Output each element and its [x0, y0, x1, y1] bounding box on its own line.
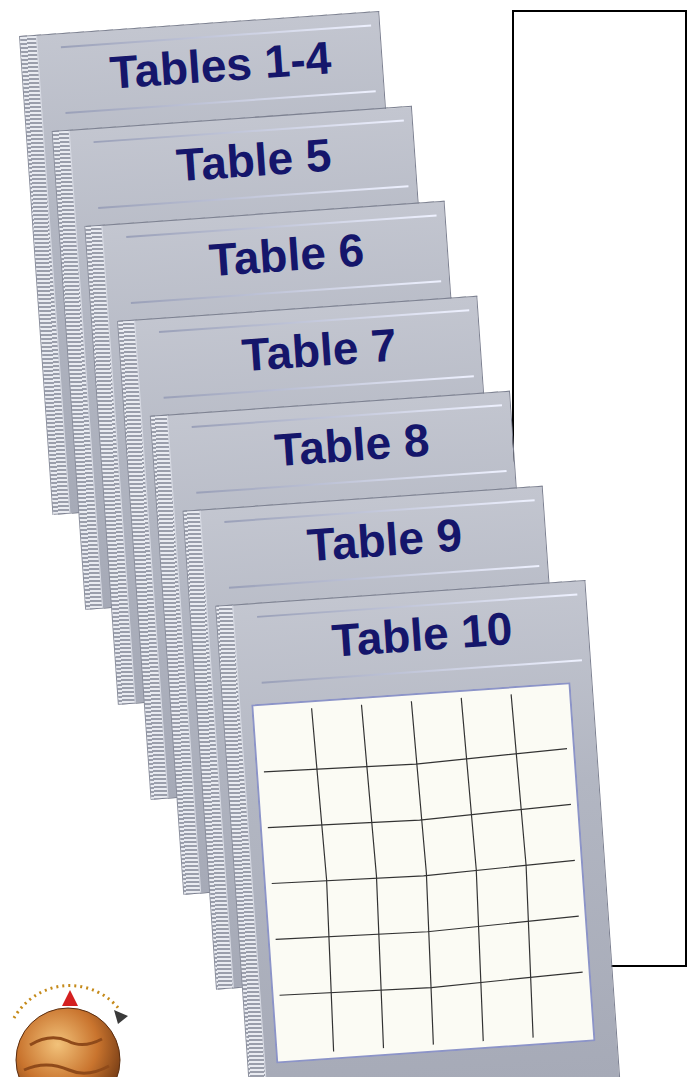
card-title: Table 8 — [273, 413, 431, 476]
card-title: Table 7 — [240, 319, 398, 382]
card-rule — [164, 375, 474, 399]
card-rule — [131, 280, 441, 304]
card-rule — [262, 659, 582, 683]
card-rule — [196, 470, 506, 494]
table-card: Table 10 — [216, 580, 620, 1077]
card-title: Table 10 — [330, 602, 514, 666]
card-title: Table 6 — [207, 224, 365, 287]
card-title: Table 9 — [305, 508, 463, 571]
card-title: Table 5 — [175, 129, 333, 192]
card-rule — [229, 565, 539, 589]
card-rule — [98, 185, 408, 209]
grid-sheet — [251, 682, 595, 1063]
